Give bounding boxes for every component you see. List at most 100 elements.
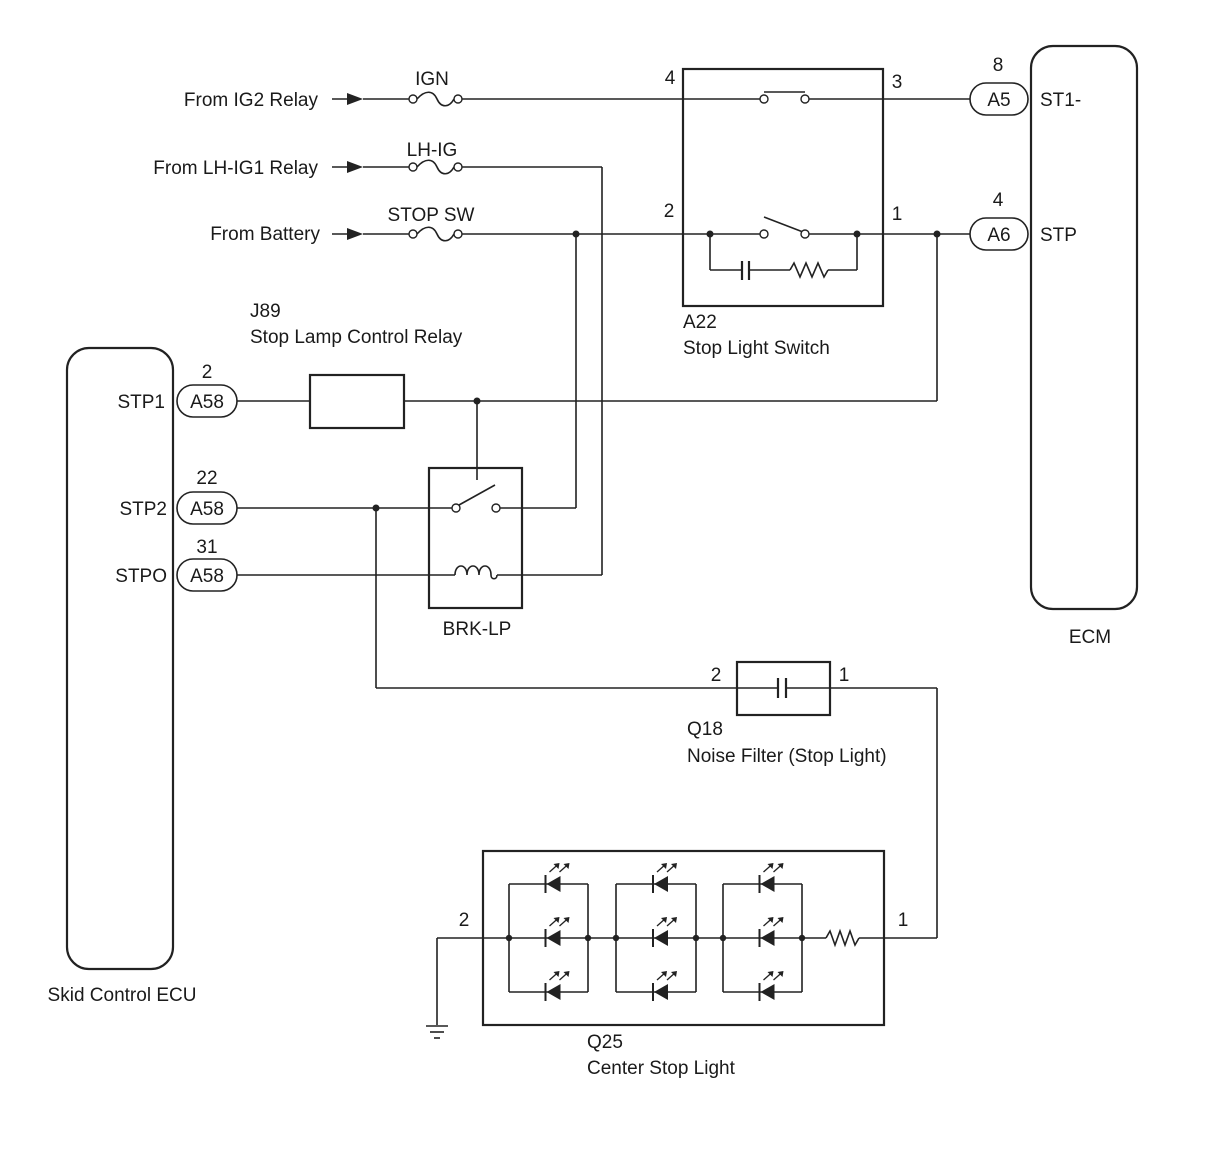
ecu-terminal-stp2: STP2 <box>119 499 167 520</box>
pin-label: 3 <box>892 72 903 93</box>
ecm-box <box>1029 44 1139 611</box>
switch-open-icon <box>683 216 883 239</box>
brk-lp-label: BRK-LP <box>443 619 512 640</box>
wire <box>436 937 483 1025</box>
led-icon <box>760 876 775 892</box>
connector-label: A58 <box>190 566 224 587</box>
light-arrow-head <box>777 971 784 977</box>
switch-closed-icon <box>683 91 883 104</box>
light-arrow-head <box>777 917 784 923</box>
light-arrow-head <box>767 863 774 869</box>
fuse-lhig-label: LH-IG <box>407 140 458 161</box>
pin-label: 8 <box>993 55 1004 76</box>
arrow-icon <box>332 161 363 173</box>
wire <box>404 98 970 402</box>
pin-label: 1 <box>892 204 903 225</box>
resistor-icon <box>825 928 860 948</box>
led-icon <box>546 984 561 1000</box>
fuse-icon <box>363 159 463 175</box>
light-arrow-head <box>661 917 667 923</box>
junction-dot <box>505 934 513 942</box>
ecm-terminal-st1: ST1- <box>1040 90 1081 111</box>
junction-dot <box>692 934 700 942</box>
capacitor-icon <box>740 261 751 280</box>
pin-label: 2 <box>664 201 675 222</box>
center-stop-light-code: Q25 <box>587 1032 623 1053</box>
relay-code: J89 <box>250 301 281 322</box>
led-icon <box>654 984 668 1000</box>
pin-label: 2 <box>459 910 470 931</box>
pin-label: 1 <box>898 910 909 931</box>
rc-network <box>709 234 858 280</box>
light-arrow-head <box>563 863 570 869</box>
arrow-icon <box>332 93 363 105</box>
pin-label: 4 <box>665 68 676 89</box>
skid-control-ecu-label: Skid Control ECU <box>48 985 197 1006</box>
light-arrow-head <box>553 863 560 869</box>
led-icon <box>546 876 561 892</box>
source-battery-label: From Battery <box>210 224 320 245</box>
stop-light-switch-code: A22 <box>683 312 717 333</box>
resistor-icon <box>789 260 829 280</box>
junction-dot <box>612 934 620 942</box>
connector-label: A6 <box>987 225 1010 246</box>
noise-filter-code: Q18 <box>687 719 723 740</box>
connector-a5 <box>969 82 1029 116</box>
light-arrow-head <box>563 917 570 923</box>
light-arrow-head <box>671 917 677 923</box>
led-icon <box>546 930 561 946</box>
pin-label: 4 <box>993 190 1004 211</box>
connector-label: A58 <box>190 392 224 413</box>
led-icon <box>654 930 668 946</box>
arrow-icon <box>332 228 363 240</box>
light-arrow-head <box>661 863 667 869</box>
light-arrow-head <box>777 863 784 869</box>
skid-control-ecu-box <box>65 346 175 971</box>
relay-box <box>308 373 406 430</box>
junction-dot <box>933 230 941 238</box>
connector-a6 <box>969 217 1029 251</box>
light-arrow-head <box>563 971 570 977</box>
relay-name: Stop Lamp Control Relay <box>250 327 463 348</box>
noise-filter-name: Noise Filter (Stop Light) <box>687 746 887 767</box>
wire <box>237 400 737 689</box>
ground-icon <box>426 1025 448 1039</box>
fuse-stop-sw-label: STOP SW <box>388 205 475 226</box>
pin-label: 2 <box>202 362 213 383</box>
relay-switch-icon <box>451 484 501 513</box>
junction-dot <box>372 504 380 512</box>
junction-dot <box>584 934 592 942</box>
pin-label: 31 <box>196 537 217 558</box>
stop-light-switch-box <box>681 67 885 308</box>
ecm-terminal-stp: STP <box>1040 225 1077 246</box>
led-icon <box>760 930 775 946</box>
coil-icon <box>454 565 498 580</box>
connector-label: A58 <box>190 499 224 520</box>
light-arrow-head <box>553 917 560 923</box>
pin-label: 1 <box>839 665 850 686</box>
connector-label: A5 <box>987 90 1010 111</box>
light-arrow-head <box>767 971 774 977</box>
capacitor-icon <box>737 678 830 698</box>
wire <box>830 687 938 939</box>
junction-dot <box>473 397 481 405</box>
light-arrow-head <box>767 917 774 923</box>
fuse-icon <box>363 91 463 107</box>
light-arrow-head <box>553 971 560 977</box>
led-icon <box>654 876 668 892</box>
ecu-terminal-stpo: STPO <box>115 566 167 587</box>
ecm-label: ECM <box>1069 627 1111 648</box>
stop-light-switch-name: Stop Light Switch <box>683 338 830 359</box>
junction-dot <box>572 230 580 238</box>
pin-label: 22 <box>196 468 217 489</box>
brk-lp-box <box>427 466 524 610</box>
light-arrow-head <box>671 971 677 977</box>
source-lhig1-label: From LH-IG1 Relay <box>153 158 318 179</box>
fuse-ign-label: IGN <box>415 69 449 90</box>
pin-label: 2 <box>711 665 722 686</box>
junction-dot <box>719 934 727 942</box>
led-array <box>483 863 884 1001</box>
wire <box>462 98 683 575</box>
light-arrow-head <box>661 971 667 977</box>
